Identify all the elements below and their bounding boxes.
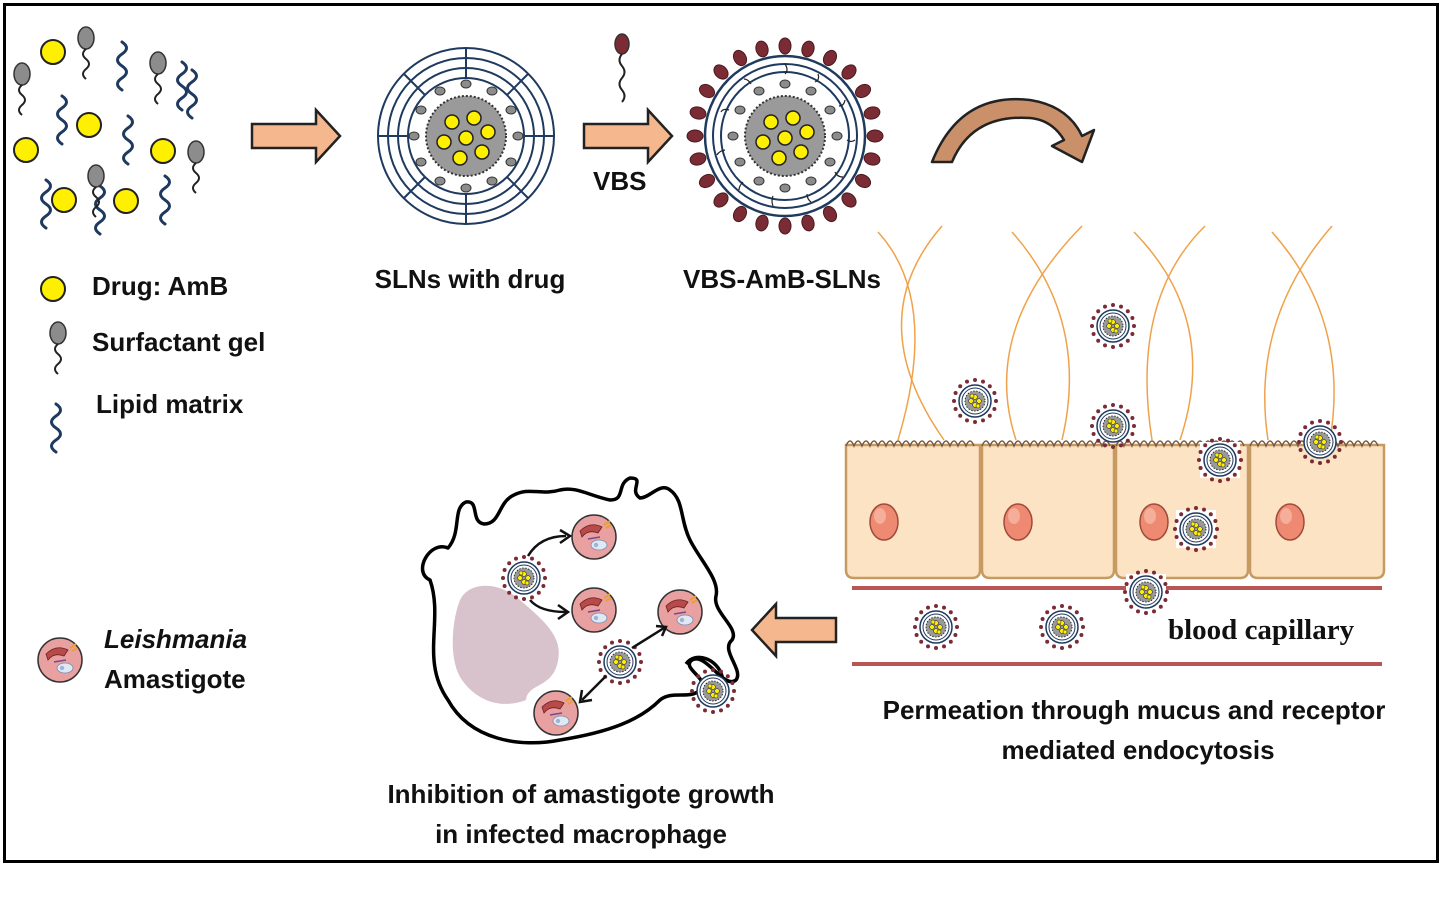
inhibition-caption-line2: in infected macrophage bbox=[435, 819, 727, 849]
drug-icon bbox=[13, 39, 176, 214]
legend-lipid-icon bbox=[50, 402, 62, 454]
legend-leishmania-icon bbox=[37, 637, 83, 683]
curved-arrow-icon bbox=[930, 97, 1096, 164]
epithelial-cell bbox=[980, 443, 1116, 580]
epithelial-cell bbox=[1248, 443, 1386, 580]
nanoparticle-icon bbox=[912, 302, 1344, 651]
macrophage-nucleus bbox=[452, 585, 559, 704]
sln-with-drug-label: SLNs with drug bbox=[374, 264, 566, 294]
legend-leishmania-genus: Leishmania bbox=[104, 624, 248, 654]
vbs-amb-slns-label: VBS-AmB-SLNs bbox=[683, 264, 881, 294]
vbs-amb-sln bbox=[686, 37, 884, 235]
legend-drug-icon bbox=[40, 276, 66, 302]
mucus-layer bbox=[877, 225, 1335, 441]
legend-leishmania-stage: Amastigote bbox=[104, 664, 246, 694]
interaction-arrows bbox=[526, 528, 668, 704]
epithelial-cell bbox=[844, 443, 982, 580]
block-arrow-icon bbox=[582, 106, 674, 166]
nucleus bbox=[1139, 503, 1169, 541]
vbs-ligand-icon bbox=[614, 33, 630, 103]
inhibition-caption-line1: Inhibition of amastigote growth bbox=[387, 779, 775, 809]
blood-capillary-label: blood capillary bbox=[1168, 614, 1355, 646]
block-arrow-icon bbox=[250, 106, 342, 166]
block-arrow-icon bbox=[750, 600, 838, 660]
permeation-caption-line2: mediated endocytosis bbox=[1001, 735, 1275, 765]
epithelial-cells bbox=[844, 440, 1386, 580]
blood-capillary bbox=[852, 586, 1382, 666]
legend-surfactant-label: Surfactant gel bbox=[92, 327, 266, 357]
legend-drug-label: Drug: AmB bbox=[92, 271, 229, 301]
legend-surfactant-icon bbox=[49, 321, 67, 375]
nucleus bbox=[1003, 503, 1033, 541]
sln-with-drug bbox=[377, 47, 555, 225]
vbs-label: VBS bbox=[593, 166, 647, 196]
legend-lipid-label: Lipid matrix bbox=[96, 389, 244, 419]
permeation-caption-line1: Permeation through mucus and receptor bbox=[882, 695, 1386, 725]
nucleus bbox=[869, 503, 899, 541]
ingredients-cluster bbox=[13, 26, 205, 236]
nucleus bbox=[1275, 503, 1305, 541]
